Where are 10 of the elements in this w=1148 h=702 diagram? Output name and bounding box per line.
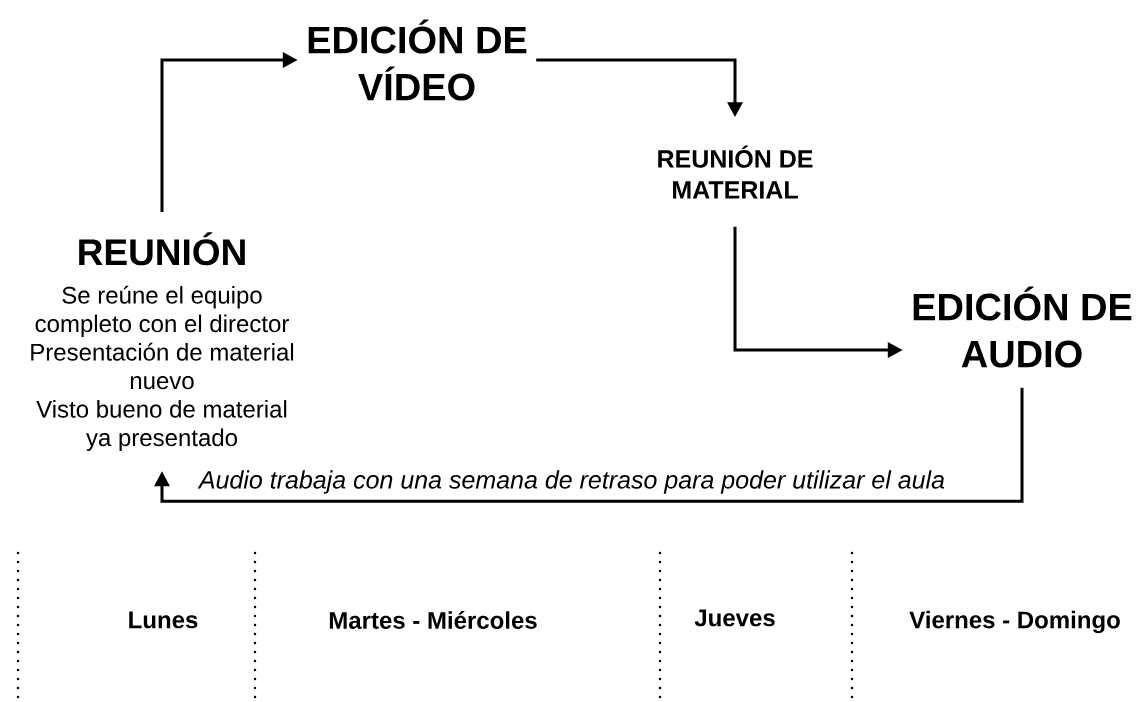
day-label: Martes - Miércoles: [329, 611, 537, 629]
day-label: Viernes - Domingo: [909, 610, 1120, 634]
stage-text: EDICIÓN DE AUDIO: [913, 286, 1132, 368]
day-label: Lunes: [129, 611, 198, 629]
day-label: Jueves: [694, 609, 775, 627]
edge-label: Audio trabaja con una semana de retraso para poder utilizar el aula: [196, 468, 948, 496]
stage-text: REUNIÓN Se reúne el equipo completo con el director Presentación de material nuevo Visto bueno de material ya presentado: [31, 232, 294, 451]
arrow: [154, 387, 1024, 503]
stage-text: REUNIÓN DE MATERIAL: [658, 145, 813, 199]
stage-text: EDICIÓN DE VÍDEO: [308, 19, 527, 101]
